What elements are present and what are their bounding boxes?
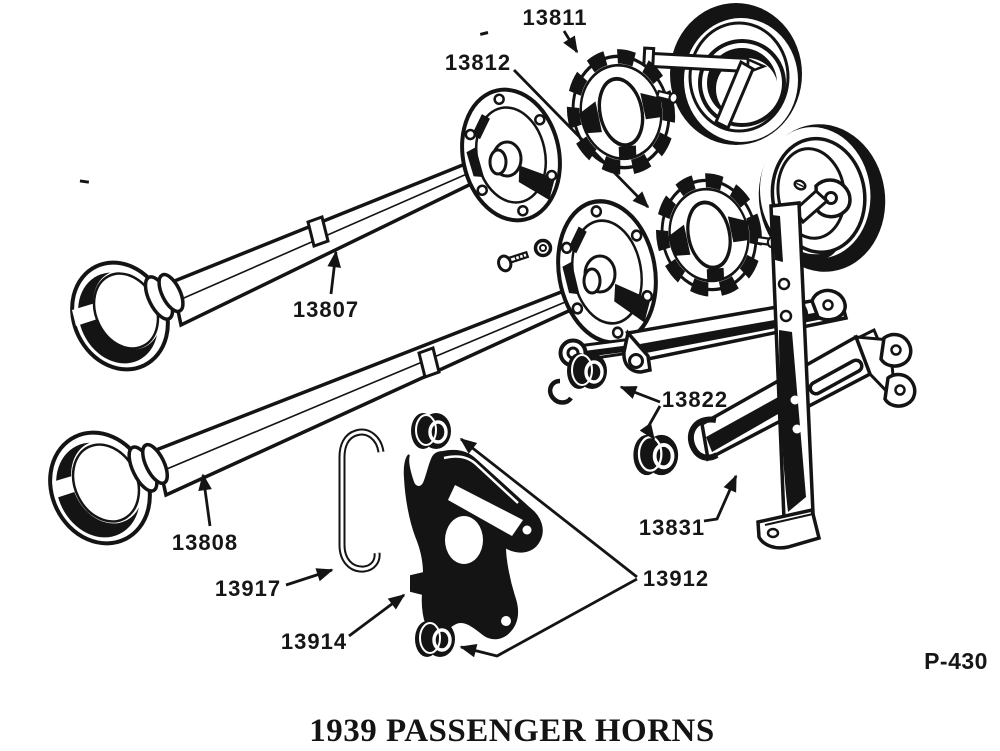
callout-13831: 13831: [639, 474, 738, 540]
small-screw: [497, 250, 530, 273]
shell-strut: [714, 59, 755, 131]
small-washer: [533, 238, 553, 258]
contact-disc-screw-upper: [655, 89, 679, 104]
grommet-13912-upper: [409, 411, 453, 451]
horn-trumpet-13807: [70, 78, 574, 372]
callouts: 13811 13812 13807 13808 13822 13831 1391…: [172, 5, 738, 658]
grommet-13822-lower: [631, 432, 681, 478]
print-speck: [479, 31, 489, 36]
contact-disc-lower: [652, 172, 766, 299]
plate-code: P-430: [924, 648, 988, 674]
shell-mounting-rod: [641, 46, 768, 75]
part-label-13807: 13807: [293, 297, 359, 322]
grommet-13822-upper: [565, 351, 609, 391]
spring-clip-13917: [338, 428, 385, 573]
callout-13914: 13914: [281, 593, 406, 654]
horn-trumpet-13808: [48, 193, 667, 546]
part-label-13811: 13811: [523, 5, 588, 30]
callout-13822: 13822: [619, 385, 728, 441]
mounting-strap-13831: [756, 188, 830, 550]
shell-screw-head: [793, 179, 807, 191]
horn-back-shell-upper: [641, 3, 802, 145]
callout-13812: 13812: [445, 50, 650, 209]
part-label-13917: 13917: [215, 576, 281, 601]
horn-shaft: [153, 277, 600, 498]
callout-13808: 13808: [172, 473, 238, 555]
callout-13811: 13811: [523, 5, 588, 54]
shaft-joint-band: [306, 215, 330, 248]
bracket-assembly: [547, 288, 917, 462]
mounting-plate-13914: [403, 449, 543, 640]
figure-caption: 1939 PASSENGER HORNS: [309, 713, 714, 749]
part-label-13914: 13914: [281, 629, 347, 654]
plate-center-hole: [445, 516, 483, 564]
horn-bell: [48, 430, 152, 546]
part-label-13822: 13822: [662, 387, 728, 412]
strap-foot: [756, 507, 822, 550]
callout-13807: 13807: [293, 250, 359, 322]
print-speck: [79, 179, 90, 184]
callout-13917: 13917: [215, 568, 334, 601]
shaft-joint-band: [417, 346, 441, 379]
part-label-13812: 13812: [445, 50, 511, 75]
part-label-13831: 13831: [639, 515, 705, 540]
part-label-13808: 13808: [172, 530, 238, 555]
callout-13912: 13912: [459, 437, 709, 658]
part-label-13912: 13912: [643, 566, 709, 591]
grommet-13912-lower: [413, 619, 457, 659]
bracket-hook: [687, 416, 719, 461]
horn-bell: [70, 260, 170, 372]
